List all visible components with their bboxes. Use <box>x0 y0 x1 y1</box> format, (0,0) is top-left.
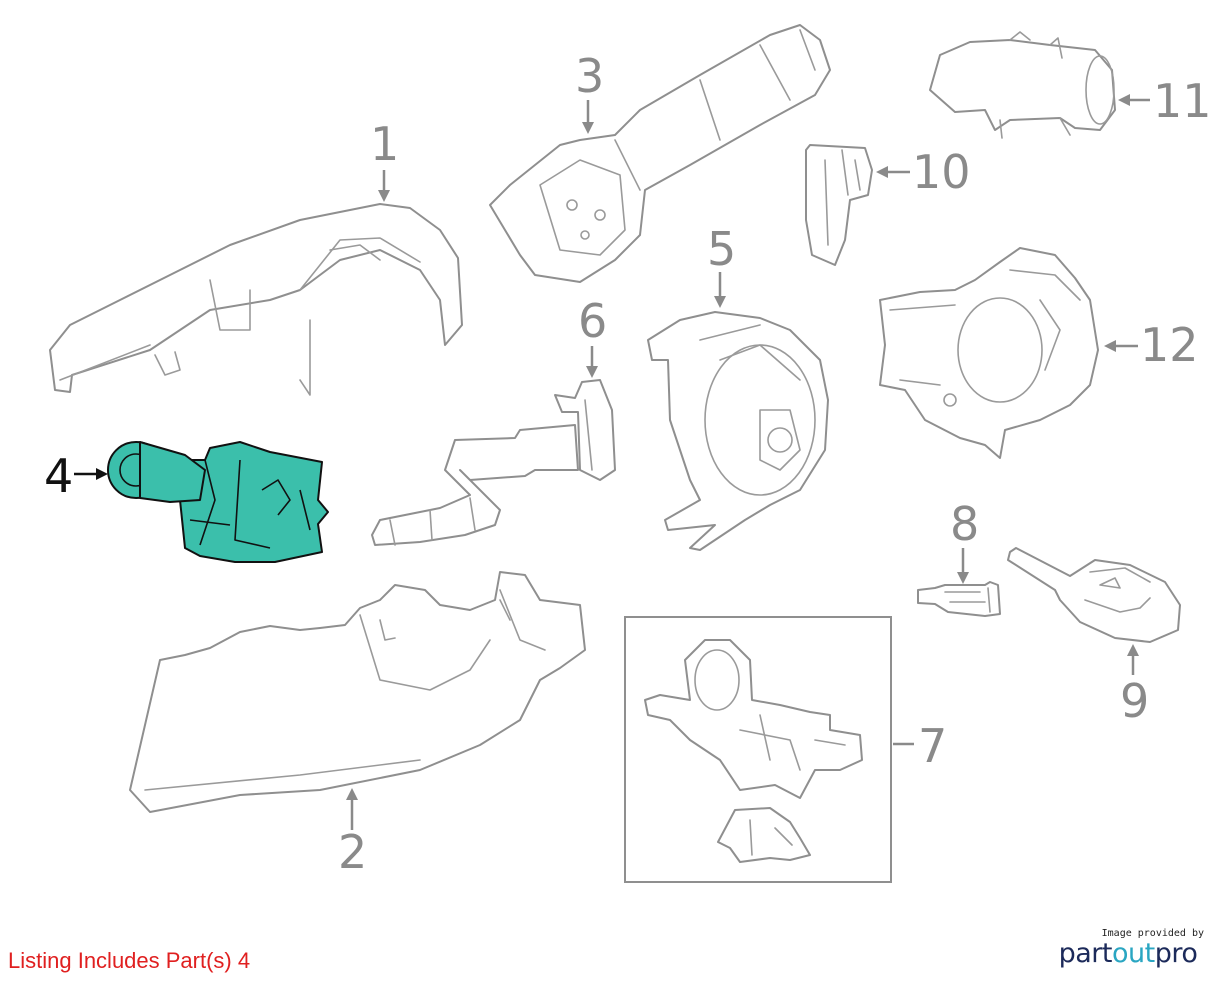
callout-8-label: 8 <box>950 497 979 551</box>
part-8-small-switch[interactable] <box>917 581 1001 617</box>
callout-5: 5 <box>707 222 736 308</box>
part-1-upper-cover[interactable] <box>49 203 463 396</box>
callout-6-label: 6 <box>578 294 607 348</box>
callout-12-label: 12 <box>1140 318 1199 372</box>
callout-5-label: 5 <box>707 222 736 276</box>
callout-12: 12 <box>1104 318 1199 372</box>
credit-provided-by: Image provided by <box>1101 928 1204 939</box>
callout-4-label: 4 <box>44 449 73 503</box>
callout-10-label: 10 <box>912 145 971 199</box>
callout-3-label: 3 <box>575 49 604 103</box>
callout-9-label: 9 <box>1120 674 1149 728</box>
callout-1: 1 <box>370 117 399 202</box>
callout-3: 3 <box>575 49 604 134</box>
callout-11: 11 <box>1118 74 1212 128</box>
callout-1-label: 1 <box>370 117 399 171</box>
listing-note: Listing Includes Part(s) 4 <box>8 948 251 973</box>
callout-7-label: 7 <box>918 719 947 773</box>
callout-8: 8 <box>950 497 979 584</box>
callout-2-label: 2 <box>338 825 367 879</box>
part-2-lower-cover[interactable] <box>129 571 586 813</box>
callout-4: 4 <box>44 449 108 503</box>
part-6-bracket-harness[interactable] <box>371 379 616 546</box>
part-5-clock-spring[interactable] <box>647 311 829 551</box>
logo-out-text: out <box>1111 938 1155 969</box>
callout-6: 6 <box>578 294 607 378</box>
part-10-connector[interactable] <box>805 144 873 266</box>
image-credit: Image provided by partoutpro <box>1052 928 1204 969</box>
part-11-lock-cylinder[interactable] <box>929 31 1116 139</box>
part-7-ignition-assembly[interactable] <box>624 616 892 883</box>
callout-7: 7 <box>893 719 947 773</box>
part-4-lever-switch[interactable] <box>107 441 329 563</box>
callout-11-label: 11 <box>1153 74 1212 128</box>
part-3-combination-switch[interactable] <box>489 24 831 283</box>
logo-pro-text: pro <box>1154 938 1198 969</box>
part-12-lock-module[interactable] <box>879 247 1099 459</box>
callout-9: 9 <box>1120 644 1149 728</box>
partoutpro-logo: partoutpro <box>1052 939 1204 969</box>
logo-part-text: part <box>1058 938 1113 969</box>
callout-2: 2 <box>338 788 367 879</box>
part-9-key-fob[interactable] <box>1007 547 1181 643</box>
callout-10: 10 <box>876 145 971 199</box>
